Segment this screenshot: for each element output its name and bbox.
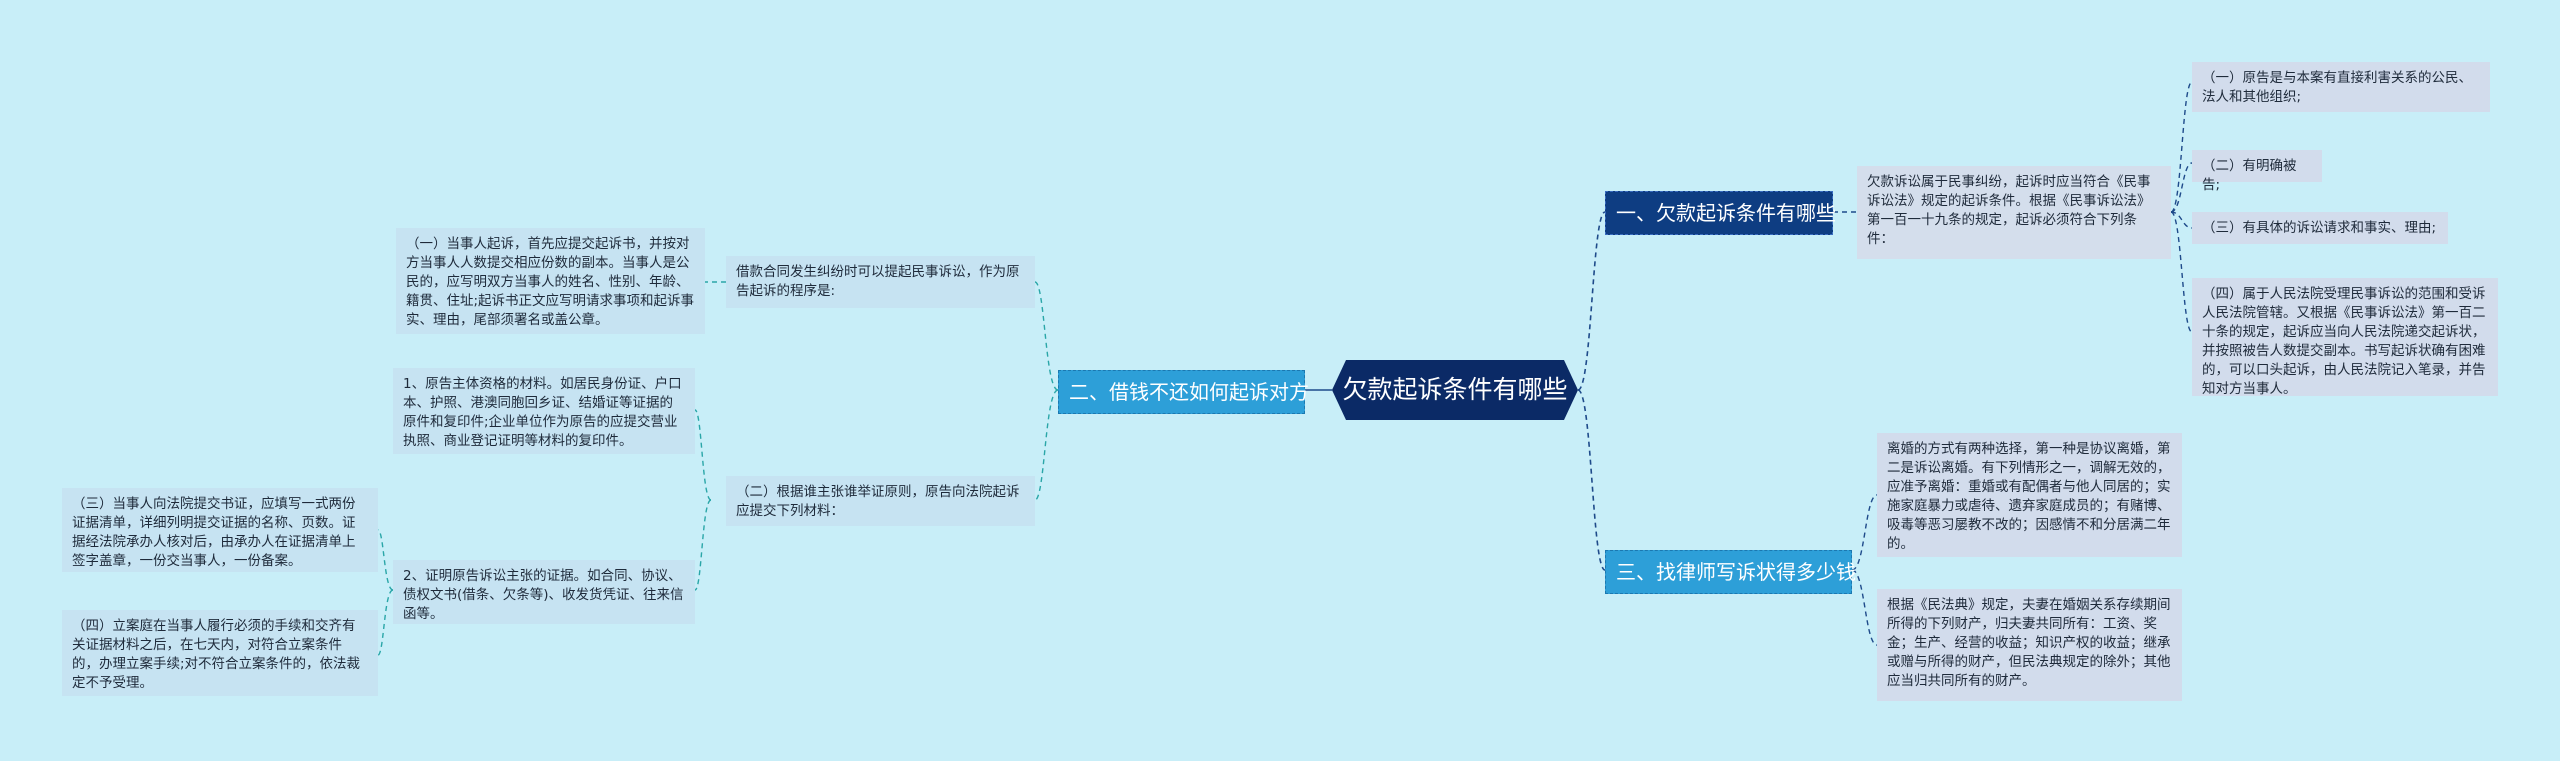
- link-sub2-item2: [694, 499, 712, 591]
- condition-text: （二）有明确被告;: [2202, 158, 2297, 193]
- branch-sue-debtor[interactable]: 二、借钱不还如何起诉对方: [1058, 370, 1309, 414]
- branch-label: 二、借钱不还如何起诉对方: [1069, 380, 1309, 404]
- condition-text: （一）原告是与本案有直接利害关系的公民、法人和其他组织;: [2202, 70, 2472, 105]
- link-branch2-sub1: [1034, 281, 1059, 391]
- condition-item-1[interactable]: （一）原告是与本案有直接利害关系的公民、法人和其他组织;: [2192, 62, 2490, 112]
- condition-item-3[interactable]: （三）有具体的诉讼请求和事实、理由;: [2192, 212, 2448, 244]
- link-branch3-item2: [1851, 569, 1878, 646]
- branch-lawyer-fee[interactable]: 三、找律师写诉状得多少钱: [1605, 550, 1856, 594]
- materials-text: （二）根据谁主张谁举证原则，原告向法院起诉应提交下列材料：: [736, 484, 1020, 519]
- link-summary-item4: [2170, 211, 2193, 333]
- condition-text: （四）属于人民法院受理民事诉讼的范围和受诉人民法院管辖。又根据《民事诉讼法》第一…: [2202, 286, 2486, 397]
- branch-label: 一、欠款起诉条件有哪些: [1616, 201, 1836, 225]
- divorce-info-node[interactable]: 离婚的方式有两种选择，第一种是协议离婚，第二是诉讼离婚。有下列情形之一，调解无效…: [1877, 433, 2182, 557]
- link-item2-sub2: [377, 589, 394, 656]
- documentary-evidence-node[interactable]: （三）当事人向法院提交书证，应填写一式两份证据清单，详细列明提交证据的名称、页数…: [62, 488, 378, 572]
- link-root-branch1: [1577, 211, 1606, 391]
- branch-debt-lawsuit-conditions[interactable]: 一、欠款起诉条件有哪些: [1605, 191, 1836, 235]
- complaint-filing-node[interactable]: （一）当事人起诉，首先应提交起诉书，并按对方当事人人数提交相应份数的副本。当事人…: [396, 228, 705, 334]
- case-filing-text: （四）立案庭在当事人履行必须的手续和交齐有关证据材料之后，在七天内，对符合立案条…: [72, 618, 361, 691]
- summary-text: 欠款诉讼属于民事纠纷，起诉时应当符合《民事诉讼法》规定的起诉条件。根据《民事诉讼…: [1867, 174, 2151, 247]
- branch-label: 三、找律师写诉状得多少钱: [1616, 560, 1856, 584]
- complaint-text: （一）当事人起诉，首先应提交起诉书，并按对方当事人人数提交相应份数的副本。当事人…: [406, 236, 695, 328]
- property-text: 根据《民法典》规定，夫妻在婚姻关系存续期间所得的下列财产，归夫妻共同所有：工资、…: [1887, 597, 2171, 689]
- plaintiff-identity-node[interactable]: 1、原告主体资格的材料。如居民身份证、户口本、护照、港澳同胞回乡证、结婚证等证据…: [393, 368, 695, 454]
- link-summary-item3: [2170, 211, 2193, 229]
- link-branch3-item1: [1851, 494, 1878, 571]
- identity-text: 1、原告主体资格的材料。如居民身份证、户口本、护照、港澳同胞回乡证、结婚证等证据…: [403, 376, 682, 449]
- condition-item-4[interactable]: （四）属于人民法院受理民事诉讼的范围和受诉人民法院管辖。又根据《民事诉讼法》第一…: [2192, 278, 2498, 397]
- root-node[interactable]: 欠款起诉条件有哪些: [1332, 360, 1578, 420]
- procedure-node[interactable]: 借款合同发生纠纷时可以提起民事诉讼，作为原告起诉的程序是:: [726, 256, 1035, 308]
- root-label: 欠款起诉条件有哪些: [1342, 375, 1568, 404]
- divorce-text: 离婚的方式有两种选择，第一种是协议离婚，第二是诉讼离婚。有下列情形之一，调解无效…: [1887, 441, 2171, 552]
- link-branch2-sub2: [1034, 389, 1059, 501]
- case-filing-node[interactable]: （四）立案庭在当事人履行必须的手续和交齐有关证据材料之后，在七天内，对符合立案条…: [62, 610, 378, 696]
- link-sub2-item1: [694, 409, 712, 501]
- materials-node[interactable]: （二）根据谁主张谁举证原则，原告向法院起诉应提交下列材料：: [726, 476, 1035, 526]
- evidence-node[interactable]: 2、证明原告诉讼主张的证据。如合同、协议、债权文书(借条、欠条等)、收发货凭证、…: [393, 560, 695, 624]
- link-item2-sub1: [377, 529, 394, 591]
- procedure-text: 借款合同发生纠纷时可以提起民事诉讼，作为原告起诉的程序是:: [736, 264, 1020, 299]
- property-info-node[interactable]: 根据《民法典》规定，夫妻在婚姻关系存续期间所得的下列财产，归夫妻共同所有：工资、…: [1877, 589, 2182, 701]
- condition-text: （三）有具体的诉讼请求和事实、理由;: [2202, 220, 2437, 236]
- condition-item-2[interactable]: （二）有明确被告;: [2192, 150, 2322, 193]
- link-summary-item2: [2170, 162, 2193, 213]
- link-summary-item1: [2170, 81, 2193, 213]
- documentary-text: （三）当事人向法院提交书证，应填写一式两份证据清单，详细列明提交证据的名称、页数…: [72, 496, 356, 569]
- summary-node[interactable]: 欠款诉讼属于民事纠纷，起诉时应当符合《民事诉讼法》规定的起诉条件。根据《民事诉讼…: [1857, 166, 2171, 259]
- link-root-branch3: [1577, 389, 1606, 571]
- evidence-text: 2、证明原告诉讼主张的证据。如合同、协议、债权文书(借条、欠条等)、收发货凭证、…: [403, 568, 684, 622]
